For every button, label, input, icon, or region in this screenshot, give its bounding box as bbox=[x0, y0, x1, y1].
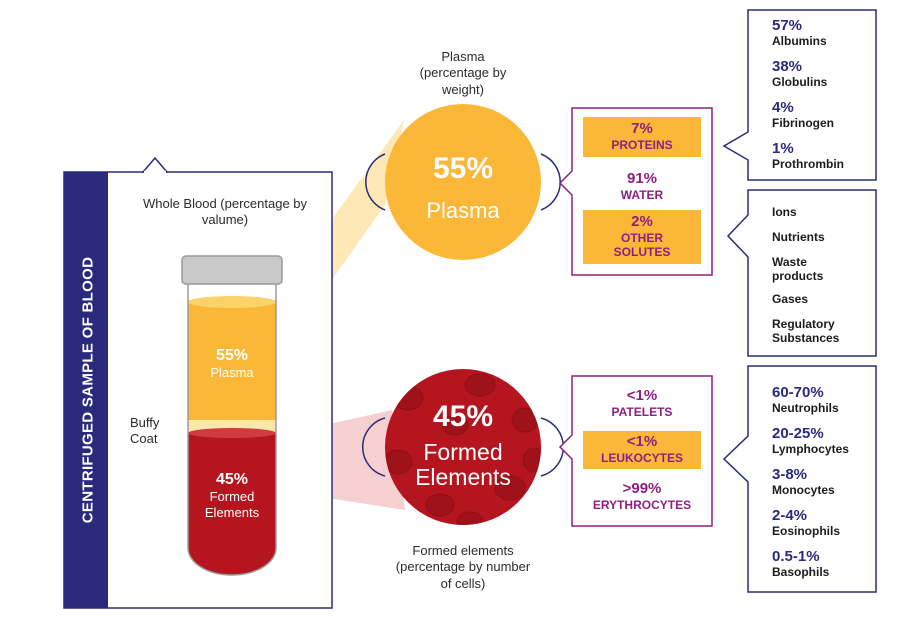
other-solutes-pct: 2% bbox=[631, 213, 653, 230]
monocytes-pct: 3-8% bbox=[772, 466, 808, 483]
tube-formed-label: 45% Formed Elements bbox=[188, 470, 276, 520]
formed-caption: Formed elements (percentage by number of… bbox=[395, 543, 531, 591]
leukocyte-item-eosinophils: 2-4% Eosinophils bbox=[772, 507, 841, 538]
tube-formed-name: Formed Elements bbox=[204, 489, 260, 520]
protein-item-albumins: 57% Albumins bbox=[772, 17, 827, 48]
plasma-component-proteins: 7% PROTEINS bbox=[583, 117, 701, 157]
plasma-circle bbox=[385, 104, 541, 260]
eosinophils-label: Eosinophils bbox=[772, 523, 841, 538]
proteins-label: PROTEINS bbox=[611, 138, 673, 152]
basophils-label: Basophils bbox=[772, 564, 830, 579]
proteins-box bbox=[722, 9, 877, 181]
globulins-pct: 38% bbox=[772, 58, 803, 75]
test-tube bbox=[181, 255, 283, 576]
platelets-label: PATELETS bbox=[611, 405, 673, 419]
leukocyte-item-basophils: 0.5-1% Basophils bbox=[772, 548, 830, 579]
side-title: CENTRIFUGED SAMPLE OF BLOOD bbox=[79, 256, 97, 524]
eosinophils-pct: 2-4% bbox=[772, 507, 808, 524]
plasma-circle-label: Plasma bbox=[426, 198, 500, 223]
monocytes-label: Monocytes bbox=[772, 482, 835, 497]
formed-circle bbox=[385, 369, 541, 525]
solute-item-waste-products: Waste products bbox=[772, 255, 824, 284]
leukocytes-label: LEUKOCYTES bbox=[600, 451, 683, 465]
neutrophils-pct: 60-70% bbox=[772, 384, 824, 401]
plasma-component-water: 91% WATER bbox=[583, 170, 701, 202]
prothrombin-label: Prothrombin bbox=[772, 156, 844, 171]
albumins-label: Albumins bbox=[772, 33, 827, 48]
protein-item-globulins: 38% Globulins bbox=[772, 58, 828, 89]
albumins-pct: 57% bbox=[772, 17, 803, 34]
tube-plasma-label: 55% Plasma bbox=[188, 346, 276, 381]
plasma-circle-pct: 55% bbox=[432, 152, 494, 185]
formed-circle-label: Formed Elements bbox=[415, 439, 511, 491]
globulins-label: Globulins bbox=[772, 74, 828, 89]
erythrocytes-pct: >99% bbox=[622, 480, 662, 497]
formed-component-leukocytes: <1% LEUKOCYTES bbox=[583, 431, 701, 469]
leukocyte-item-neutrophils: 60-70% Neutrophils bbox=[772, 384, 839, 415]
water-pct: 91% bbox=[626, 170, 658, 187]
neutrophils-label: Neutrophils bbox=[772, 400, 839, 415]
solute-item-nutrients: Nutrients bbox=[772, 230, 825, 244]
solute-item-gases: Gases bbox=[772, 292, 809, 306]
solutes-box bbox=[726, 189, 877, 357]
formed-circle-pct: 45% bbox=[432, 400, 494, 433]
sample-card-header bbox=[64, 172, 108, 608]
leukocyte-item-monocytes: 3-8% Monocytes bbox=[772, 466, 835, 497]
erythrocytes-label: ERYTHROCYTES bbox=[592, 498, 692, 512]
sample-card-notch bbox=[141, 156, 169, 173]
lymphocytes-pct: 20-25% bbox=[772, 425, 824, 442]
tube-plasma-name: Plasma bbox=[210, 365, 254, 381]
prothrombin-pct: 1% bbox=[772, 140, 794, 157]
protein-item-prothrombin: 1% Prothrombin bbox=[772, 140, 844, 171]
plasma-component-other-solutes: 2% OTHER SOLUTES bbox=[583, 210, 701, 264]
leukocytes-pct: <1% bbox=[626, 433, 658, 450]
solute-item-ions: Ions bbox=[772, 205, 797, 219]
proteins-pct: 7% bbox=[631, 120, 653, 137]
leukocyte-item-lymphocytes: 20-25% Lymphocytes bbox=[772, 425, 849, 456]
fibrinogen-label: Fibrinogen bbox=[772, 115, 834, 130]
leukocytes-box bbox=[722, 365, 877, 593]
tube-title: Whole Blood (percentage by valume) bbox=[142, 196, 308, 228]
formed-component-erythrocytes: >99% ERYTHROCYTES bbox=[583, 480, 701, 512]
tube-plasma-pct: 55% bbox=[215, 347, 249, 364]
plasma-caption: Plasma (percentage by weight) bbox=[419, 49, 507, 97]
formed-component-platelets: <1% PATELETS bbox=[583, 387, 701, 419]
water-label: WATER bbox=[620, 188, 664, 202]
protein-item-fibrinogen: 4% Fibrinogen bbox=[772, 99, 834, 130]
buffy-coat-label: Buffy Coat bbox=[130, 415, 160, 447]
solute-item-regulatory-substances: Regulatory Substances bbox=[772, 317, 840, 346]
fibrinogen-pct: 4% bbox=[772, 99, 794, 116]
other-solutes-label: OTHER SOLUTES bbox=[613, 231, 671, 260]
tube-formed-pct: 45% bbox=[215, 471, 249, 488]
basophils-pct: 0.5-1% bbox=[772, 548, 820, 565]
platelets-pct: <1% bbox=[626, 387, 658, 404]
lymphocytes-label: Lymphocytes bbox=[772, 441, 849, 456]
